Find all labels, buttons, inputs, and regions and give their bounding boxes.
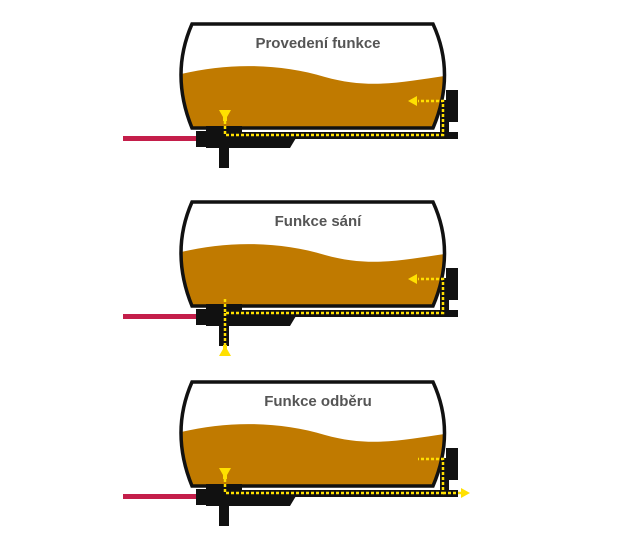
inlet-nozzle: [446, 90, 458, 122]
return-riser: [440, 100, 449, 138]
liquid-level: [181, 66, 445, 128]
liquid-level: [181, 244, 445, 306]
pump-housing: [240, 496, 296, 506]
valve-body: [206, 484, 242, 506]
inlet-nozzle: [446, 448, 458, 480]
valve-stem: [219, 146, 229, 168]
return-riser: [440, 458, 449, 496]
pump-housing: [240, 138, 296, 148]
tank-title: Provedení funkce: [255, 35, 380, 52]
valve-body: [206, 126, 242, 148]
tank-diagram-circulation: Provedení funkce: [123, 22, 458, 168]
flow-path-return: [223, 99, 445, 137]
flow-arrow-icon: [408, 96, 417, 106]
inlet-nozzle: [446, 268, 458, 300]
tank-title: Funkce odběru: [264, 393, 372, 410]
intake-funnel-icon: [219, 110, 231, 121]
tank-shell: [179, 380, 447, 488]
pump-housing: [240, 316, 296, 326]
tank-diagram-discharge: Funkce odběru: [123, 380, 470, 526]
inlet-hose: [123, 314, 198, 319]
inlet-hose: [123, 494, 198, 499]
tank-title: Funkce sání: [275, 213, 363, 230]
tank-shell: [179, 200, 447, 308]
flow-arrow-icon: [408, 274, 417, 284]
tank-diagram-suction: Funkce sání: [123, 200, 458, 356]
tank-shell: [179, 22, 447, 130]
valve-stem: [219, 504, 229, 526]
flow-path-return: [223, 277, 445, 315]
suction-funnel-icon: [219, 345, 231, 356]
flow-arrow-icon: [461, 488, 470, 498]
intake-funnel-icon: [219, 468, 231, 479]
liquid-level: [181, 424, 445, 486]
return-riser: [440, 278, 449, 316]
inlet-hose: [123, 136, 198, 141]
